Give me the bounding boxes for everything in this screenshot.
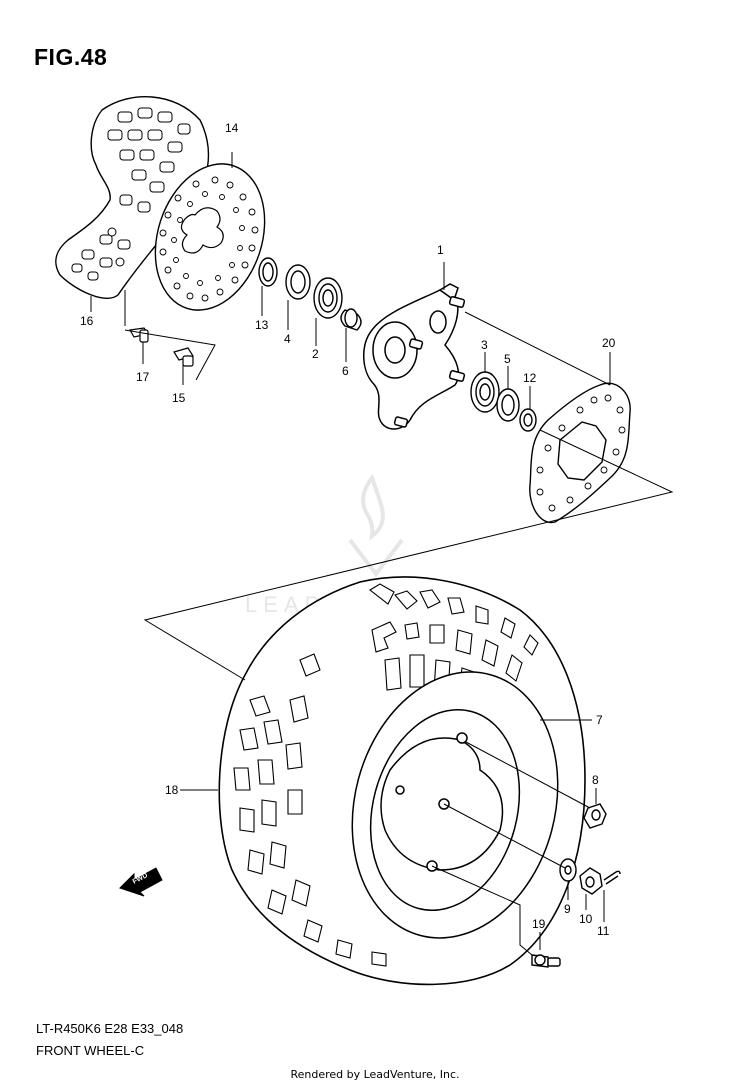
wheel-hub-part-1 [363, 283, 466, 430]
watermark-logo [348, 473, 404, 578]
callout-13: 13 [255, 318, 269, 332]
callout-2: 2 [312, 347, 319, 361]
callout-15: 15 [172, 391, 186, 405]
callout-9: 9 [564, 902, 571, 916]
callout-18: 18 [165, 783, 179, 797]
callout-labels: 1 2 3 4 5 6 7 8 9 10 11 12 13 14 15 16 1… [80, 121, 616, 938]
model-code: LT-R450K6 E28 E33_048 [36, 1021, 184, 1036]
guard-plate-part-20 [529, 382, 631, 524]
footer-credit: Rendered by LeadVenture, Inc. [290, 1068, 460, 1081]
bolt-part-15 [173, 347, 194, 367]
callout-17: 17 [136, 370, 150, 384]
callout-20: 20 [602, 336, 616, 350]
callout-11: 11 [597, 924, 610, 938]
cotter-pin-part-11 [603, 870, 621, 885]
callout-8: 8 [592, 773, 599, 787]
callout-1: 1 [437, 243, 444, 257]
oil-seal-part-5 [496, 388, 520, 422]
fwd-arrow-icon: FWD [119, 867, 163, 897]
callout-19: 19 [532, 917, 546, 931]
callout-14: 14 [225, 121, 239, 135]
callout-16: 16 [80, 314, 94, 328]
spacer-part-13 [258, 257, 278, 287]
callout-7: 7 [596, 713, 603, 727]
callout-12: 12 [523, 371, 537, 385]
oil-seal-part-4 [285, 264, 311, 300]
collar-part-6 [340, 308, 362, 331]
castle-nut-part-10 [579, 867, 603, 895]
callout-3: 3 [481, 338, 488, 352]
callout-4: 4 [284, 332, 291, 346]
figure-name: FRONT WHEEL-C [36, 1043, 145, 1058]
bearing-part-3 [470, 371, 500, 413]
callout-5: 5 [504, 352, 511, 366]
air-valve-part-19 [531, 954, 561, 968]
callout-6: 6 [342, 364, 349, 378]
washer-part-9 [559, 858, 577, 882]
brake-disc-part-14 [154, 163, 266, 311]
bearing-part-2 [313, 277, 343, 319]
spacer-part-12 [519, 408, 537, 432]
figure-title: FIG.48 [34, 44, 108, 70]
callout-10: 10 [579, 912, 593, 926]
wheel-rim-part-7 [351, 671, 559, 939]
leader-lines [90, 152, 674, 956]
bolt-part-17 [129, 327, 149, 343]
disc-guard-part-16 [55, 96, 210, 299]
lug-nut-part-8 [583, 803, 607, 829]
